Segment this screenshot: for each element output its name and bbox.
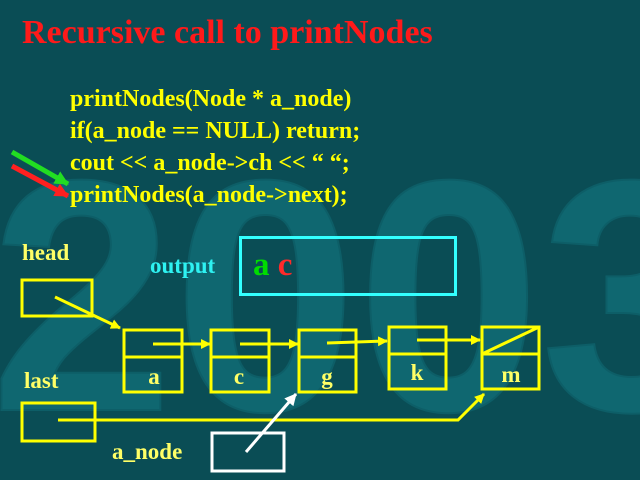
node-a [122, 328, 184, 394]
code-line-1: printNodes(Node * a_node) [70, 86, 352, 112]
a-node-label: a_node [112, 439, 183, 464]
last-arrow [58, 392, 486, 422]
node-value-m: m [501, 362, 521, 387]
head-pointer-box [20, 278, 94, 318]
node-value-c: c [233, 364, 245, 389]
node-value-a: a [148, 364, 160, 389]
red-pointer-arrow [10, 163, 70, 199]
code-line-4: printNodes(a_node->next); [70, 182, 348, 208]
slide-title: Recursive call to printNodes [22, 14, 433, 51]
a-node-arrow [244, 393, 298, 453]
green-pointer-arrow [10, 149, 70, 187]
head-label: head [22, 240, 70, 265]
node-m [480, 325, 541, 391]
code-line-2: if(a_node == NULL) return; [70, 118, 361, 144]
link-g-k [326, 336, 388, 347]
output-label: output [150, 253, 216, 278]
a-node-pointer-box [210, 431, 286, 473]
node-c [209, 328, 271, 394]
output-box [239, 236, 457, 296]
node-k [387, 325, 448, 391]
node-value-g: g [321, 364, 333, 389]
output-char-c: c [277, 247, 293, 283]
last-label: last [24, 368, 59, 393]
output-text: a c [253, 247, 292, 284]
node-value-k: k [410, 360, 424, 385]
null-slash [481, 325, 540, 356]
code-line-3: cout << a_node->ch << “ “; [70, 150, 350, 176]
head-arrow [54, 295, 121, 330]
last-pointer-box [20, 401, 97, 443]
node-g [297, 328, 358, 394]
output-char-a: a [253, 247, 270, 283]
